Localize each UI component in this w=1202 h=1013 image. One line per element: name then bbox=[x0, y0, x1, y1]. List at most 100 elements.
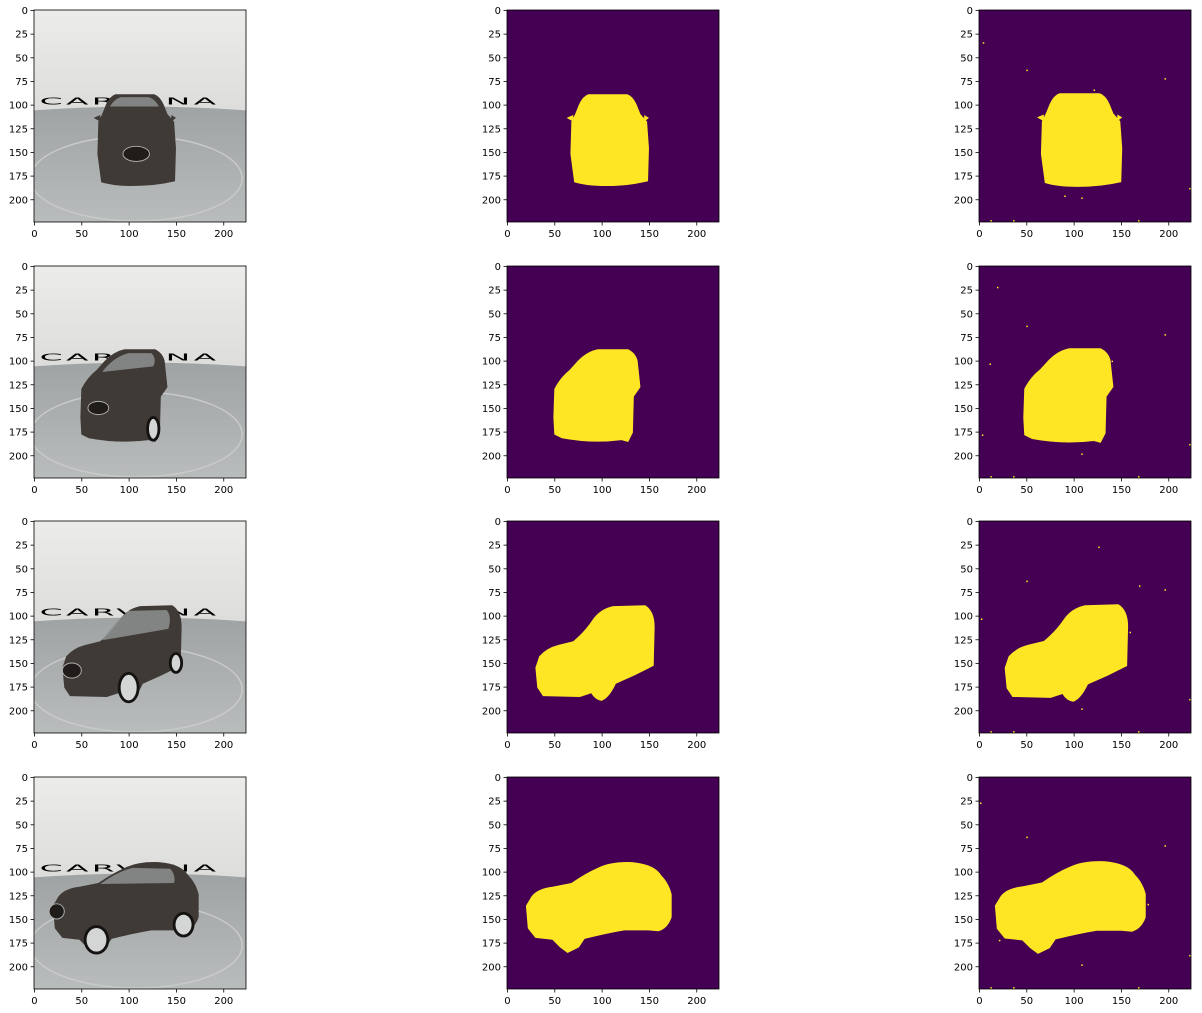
noise-pixel bbox=[990, 987, 992, 989]
noise-pixel bbox=[1026, 580, 1028, 583]
noise-pixel bbox=[1071, 884, 1074, 887]
predicted-mask-image bbox=[979, 10, 1191, 222]
x-tick-label: 200 bbox=[687, 229, 706, 240]
y-tick-label: 175 bbox=[9, 939, 28, 950]
noise-pixel bbox=[981, 434, 984, 436]
y-tick-label: 0 bbox=[495, 773, 501, 784]
noise-pixel bbox=[1013, 731, 1015, 733]
y-tick-label: 125 bbox=[9, 380, 28, 391]
noise-pixel bbox=[1138, 585, 1141, 587]
y-tick-label: 50 bbox=[960, 564, 973, 575]
x-tick-label: 150 bbox=[1112, 996, 1131, 1007]
y-tick-label: 25 bbox=[15, 541, 28, 552]
y-tick-label: 200 bbox=[9, 706, 28, 717]
y-tick-label: 100 bbox=[482, 612, 501, 623]
x-tick-label: 50 bbox=[548, 996, 561, 1007]
y-tick-label: 100 bbox=[954, 868, 973, 879]
x-tick-label: 0 bbox=[504, 229, 510, 240]
x-tick-label: 50 bbox=[1020, 485, 1033, 496]
y-tick-label: 150 bbox=[9, 148, 28, 159]
y-tick-label: 200 bbox=[954, 195, 973, 206]
y-tick-label: 0 bbox=[495, 262, 501, 273]
y-tick-label: 100 bbox=[482, 868, 501, 879]
y-tick-label: 100 bbox=[9, 357, 28, 368]
y-tick-label: 75 bbox=[15, 588, 28, 599]
noise-pixel bbox=[1164, 334, 1167, 336]
y-tick-label: 75 bbox=[15, 77, 28, 88]
y-tick-label: 50 bbox=[960, 820, 973, 831]
x-tick-label: 100 bbox=[120, 740, 139, 751]
noise-pixel bbox=[1013, 476, 1015, 478]
axes-frame bbox=[506, 776, 720, 990]
x-tick-label: 0 bbox=[976, 229, 982, 240]
noise-pixel bbox=[1189, 954, 1191, 957]
y-tick-label: 75 bbox=[488, 844, 501, 855]
y-tick-label: 50 bbox=[488, 53, 501, 64]
x-tick-label: 200 bbox=[1159, 229, 1178, 240]
y-tick-label: 50 bbox=[488, 820, 501, 831]
y-tick-label: 175 bbox=[482, 939, 501, 950]
y-tick-label: 150 bbox=[9, 404, 28, 415]
y-tick-label: 75 bbox=[960, 77, 973, 88]
y-tick-label: 0 bbox=[22, 6, 28, 17]
axes-frame bbox=[978, 776, 1192, 990]
car-grille bbox=[87, 400, 110, 416]
x-tick-label: 150 bbox=[167, 485, 186, 496]
y-tick-label: 75 bbox=[15, 333, 28, 344]
x-tick-label: 100 bbox=[1065, 229, 1084, 240]
axes-frame bbox=[506, 265, 720, 479]
x-tick-label: 50 bbox=[75, 996, 88, 1007]
ground-truth-car-mask bbox=[566, 94, 649, 187]
noise-pixel bbox=[1138, 731, 1140, 733]
x-tick-label: 100 bbox=[120, 485, 139, 496]
x-tick-label: 150 bbox=[1112, 740, 1131, 751]
y-tick-label: 25 bbox=[15, 30, 28, 41]
x-tick-label: 0 bbox=[504, 740, 510, 751]
noise-pixel bbox=[1093, 89, 1096, 92]
y-tick-label: 125 bbox=[954, 891, 973, 902]
x-tick-label: 150 bbox=[167, 740, 186, 751]
x-tick-label: 100 bbox=[1065, 485, 1084, 496]
noise-pixel bbox=[1138, 987, 1140, 989]
y-tick-label: 200 bbox=[9, 195, 28, 206]
predicted-mask-image bbox=[979, 266, 1191, 478]
x-tick-label: 200 bbox=[1159, 740, 1178, 751]
y-tick-label: 200 bbox=[954, 706, 973, 717]
ground-truth-mask-image bbox=[507, 10, 719, 222]
y-tick-label: 50 bbox=[960, 309, 973, 320]
y-tick-label: 100 bbox=[482, 101, 501, 112]
y-tick-label: 0 bbox=[495, 517, 501, 528]
noise-pixel bbox=[990, 731, 992, 733]
y-tick-label: 25 bbox=[488, 797, 501, 808]
y-tick-label: 100 bbox=[9, 868, 28, 879]
y-tick-label: 100 bbox=[482, 357, 501, 368]
y-tick-label: 50 bbox=[960, 53, 973, 64]
car-wheel bbox=[146, 416, 161, 442]
y-tick-label: 200 bbox=[9, 451, 28, 462]
y-tick-label: 150 bbox=[954, 915, 973, 926]
subplot-input-photo-row-2: CARVANA050100150200025507510012515017520… bbox=[9, 262, 247, 496]
y-tick-label: 125 bbox=[954, 635, 973, 646]
y-tick-label: 200 bbox=[9, 962, 28, 973]
x-tick-label: 150 bbox=[1112, 485, 1131, 496]
subplot-input-photo-row-1: CARVANA050100150200025507510012515017520… bbox=[9, 6, 247, 240]
x-tick-label: 100 bbox=[593, 229, 612, 240]
car-grille bbox=[122, 145, 150, 162]
axes-frame bbox=[33, 9, 247, 223]
y-tick-label: 100 bbox=[954, 357, 973, 368]
x-tick-label: 150 bbox=[167, 996, 186, 1007]
x-tick-label: 50 bbox=[548, 485, 561, 496]
x-tick-label: 100 bbox=[593, 740, 612, 751]
y-tick-label: 175 bbox=[954, 428, 973, 439]
noise-pixel bbox=[1164, 78, 1167, 80]
y-tick-label: 150 bbox=[954, 148, 973, 159]
y-tick-label: 150 bbox=[482, 915, 501, 926]
y-tick-label: 125 bbox=[954, 380, 973, 391]
car-wheel bbox=[172, 911, 195, 938]
x-tick-label: 200 bbox=[687, 485, 706, 496]
x-tick-label: 50 bbox=[75, 485, 88, 496]
car-body bbox=[93, 94, 176, 187]
